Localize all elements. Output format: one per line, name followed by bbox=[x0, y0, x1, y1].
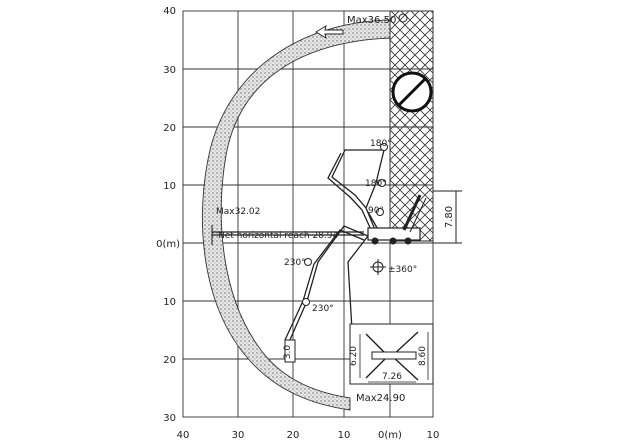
outrigger-front-label: 6.20 bbox=[349, 346, 359, 366]
x-tick-right-10: 10 bbox=[427, 430, 440, 441]
y-tick-neg-30: 30 bbox=[163, 413, 176, 424]
outrigger-rear-label: 8.60 bbox=[418, 346, 428, 366]
x-tick-40: 40 bbox=[177, 430, 190, 441]
direction-arrow-icon bbox=[315, 24, 344, 40]
outrigger-diagram bbox=[349, 323, 434, 385]
y-tick-0: 0(m) bbox=[156, 239, 180, 250]
end-hose bbox=[284, 339, 296, 363]
max-height-label: Max36.50 bbox=[347, 15, 396, 26]
y-tick-20: 20 bbox=[163, 123, 176, 134]
boom-lower bbox=[212, 225, 369, 343]
x-tick-20: 20 bbox=[287, 430, 300, 441]
rotation-label: ±360° bbox=[388, 265, 417, 275]
rotation-icon bbox=[370, 259, 386, 275]
boom-upper bbox=[327, 149, 385, 234]
net-reach-label: Net horizontal reach 28.94 bbox=[218, 231, 339, 241]
y-tick-30: 30 bbox=[163, 65, 176, 76]
max-depth-label: Max24.90 bbox=[356, 393, 405, 404]
tip-marker bbox=[398, 13, 408, 23]
y-tick-neg-20: 20 bbox=[163, 355, 176, 366]
no-entry-icon bbox=[391, 71, 433, 113]
wall-hatch bbox=[389, 10, 434, 242]
max-reach-label: Max32.02 bbox=[216, 207, 260, 217]
outrigger-width-label: 7.26 bbox=[382, 372, 402, 382]
x-tick-10: 10 bbox=[338, 430, 351, 441]
height-dimension-label: 7.80 bbox=[444, 206, 455, 228]
x-tick-30: 30 bbox=[232, 430, 245, 441]
joint-label-3: 90° bbox=[368, 206, 384, 216]
hose-length-label: 3.0 bbox=[283, 345, 293, 360]
height-dimension bbox=[433, 190, 462, 244]
joints bbox=[302, 143, 388, 306]
x-tick-0: 0(m) bbox=[378, 430, 402, 441]
y-tick-40: 40 bbox=[163, 6, 176, 17]
y-tick-neg-10: 10 bbox=[163, 297, 176, 308]
joint-label-4: 230° bbox=[284, 258, 306, 268]
joint-label-2: 180° bbox=[365, 179, 387, 189]
joint-label-5: 230° bbox=[312, 304, 334, 314]
reach-envelope bbox=[201, 19, 391, 411]
truck bbox=[367, 194, 427, 245]
joint-label-1: 180° bbox=[370, 139, 392, 149]
y-tick-10: 10 bbox=[163, 181, 176, 192]
